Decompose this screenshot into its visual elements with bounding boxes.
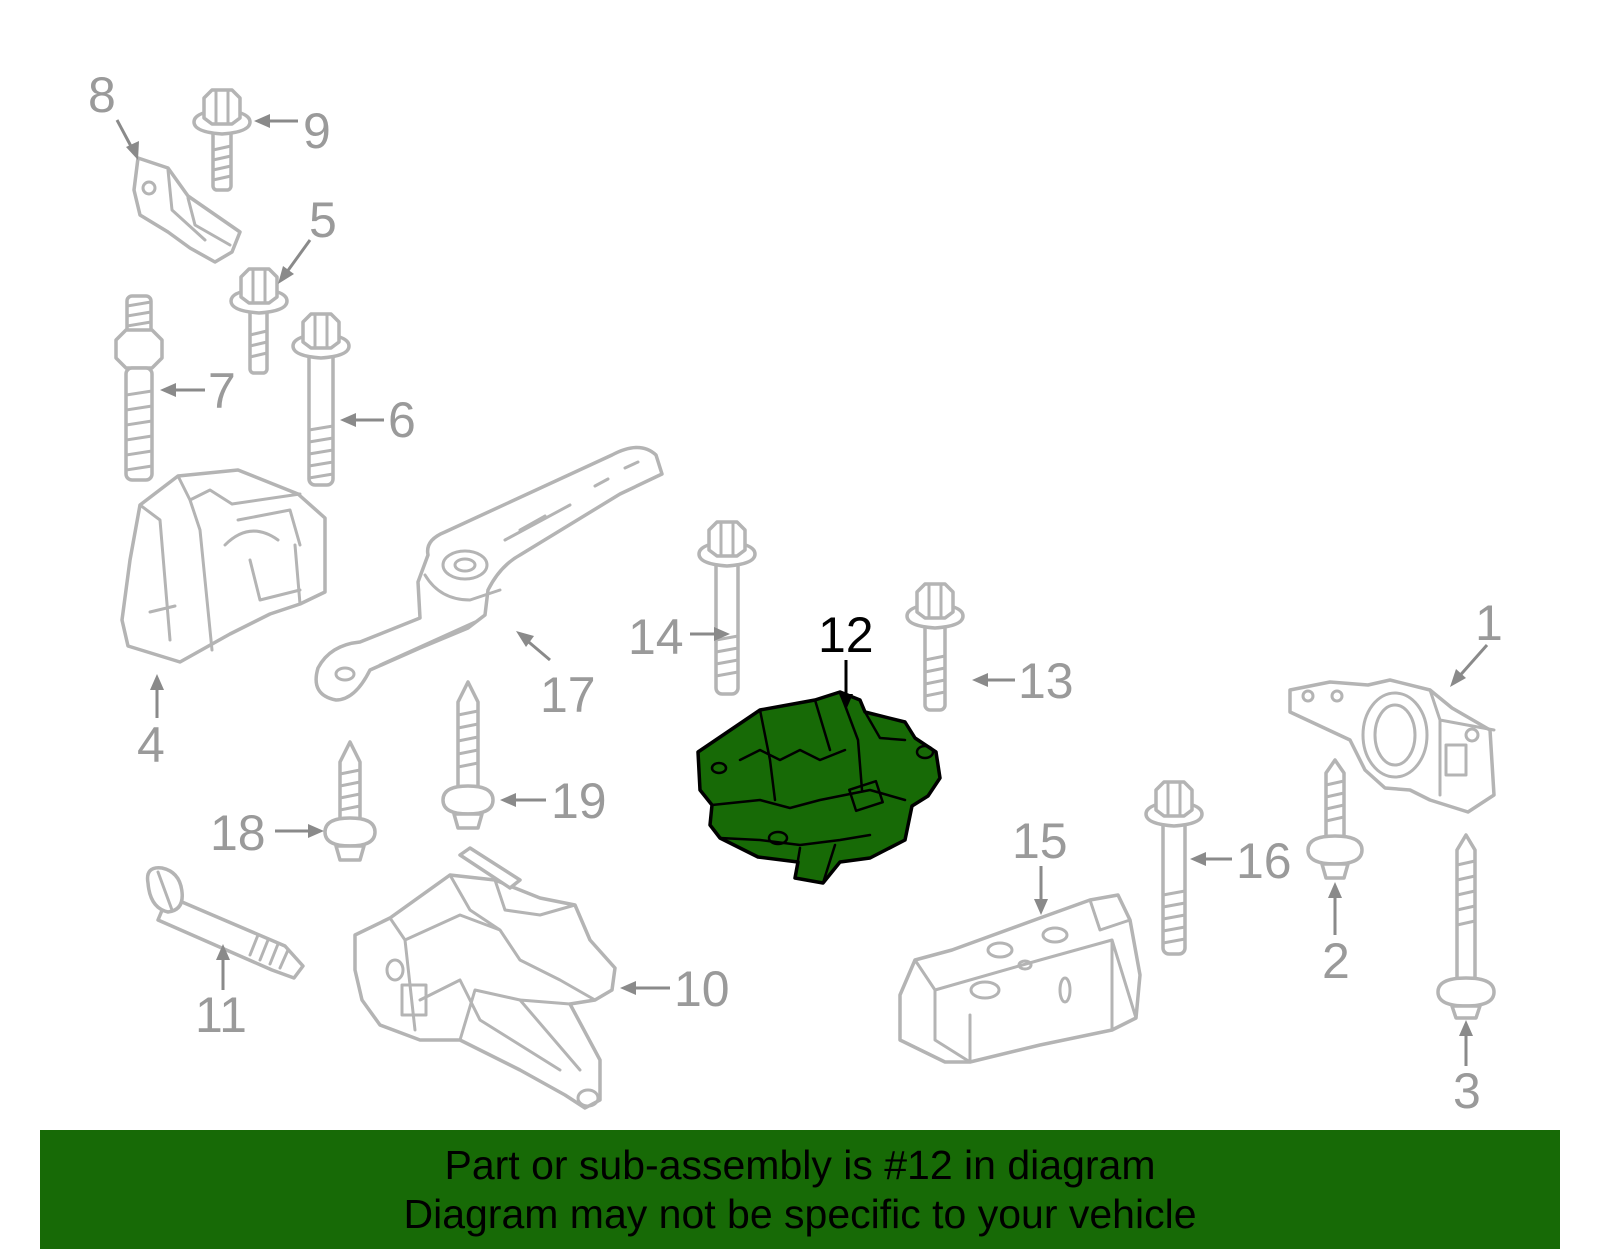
- callout-18: 18: [210, 805, 266, 861]
- part-11-bolt: [145, 866, 305, 980]
- part-18-screw: [323, 740, 377, 862]
- callout-5: 5: [309, 192, 337, 248]
- callout-9: 9: [303, 103, 331, 159]
- part-6-bolt: [291, 312, 351, 487]
- part-8-bracket: [132, 156, 242, 264]
- callout-10: 10: [674, 961, 730, 1017]
- part-14-bolt: [697, 520, 757, 696]
- part-5-bolt: [229, 267, 289, 375]
- part-17-torque-arm: [314, 445, 664, 702]
- callout-19: 19: [551, 773, 607, 829]
- banner-line-part: Part or sub-assembly is #12 in diagram: [444, 1141, 1156, 1188]
- callout-leaders: [115, 114, 1489, 1066]
- part-7-stud: [114, 294, 164, 482]
- part-10-transmission-bracket: [353, 846, 617, 1110]
- callout-2: 2: [1322, 933, 1350, 989]
- callout-13: 13: [1018, 653, 1074, 709]
- part-9-bolt: [192, 88, 252, 192]
- callout-15: 15: [1012, 813, 1068, 869]
- part-2-bolt: [1306, 758, 1364, 880]
- part-12-transmission-mount[interactable]: [696, 690, 942, 885]
- callout-1: 1: [1475, 595, 1503, 651]
- callout-16: 16: [1236, 833, 1292, 889]
- callout-12[interactable]: 12: [818, 607, 874, 663]
- part-3-bolt: [1436, 833, 1496, 1020]
- part-13-bolt: [905, 582, 965, 712]
- callout-11: 11: [195, 987, 247, 1043]
- part-1-mount-bracket: [1288, 678, 1496, 814]
- banner-line-disclaimer: Diagram may not be specific to your vehi…: [403, 1190, 1197, 1237]
- callout-8: 8: [88, 67, 116, 123]
- callout-3: 3: [1453, 1063, 1481, 1119]
- part-4-engine-mount: [120, 468, 327, 664]
- callout-6: 6: [388, 392, 416, 448]
- callout-17: 17: [540, 667, 596, 723]
- part-19-screw: [441, 680, 495, 830]
- callout-labels: 1 2 3 4 5 6 7 8 9 10 11 12 13 14 15 16 1…: [88, 67, 1503, 1119]
- part-16-bolt: [1144, 780, 1204, 956]
- callout-7: 7: [208, 363, 236, 419]
- info-banner: Part or sub-assembly is #12 in diagram D…: [40, 1130, 1560, 1249]
- callout-4: 4: [137, 717, 165, 773]
- part-15-engine-bracket: [898, 893, 1142, 1064]
- callout-14: 14: [628, 609, 684, 665]
